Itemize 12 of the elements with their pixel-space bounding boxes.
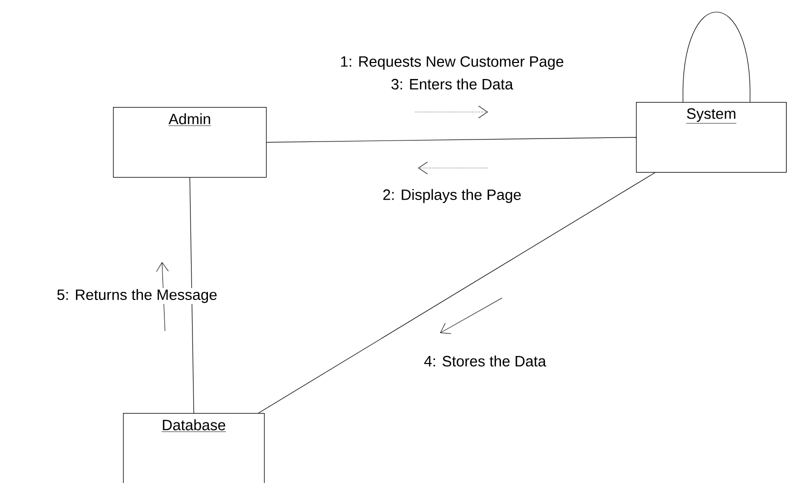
link-line [190, 177, 194, 414]
message-label: 1: Requests New Customer Page [339, 55, 565, 71]
message-label: 5: Returns the Message [56, 288, 218, 304]
link-line [682, 12, 750, 102]
message-label: 2: Displays the Page [382, 188, 522, 204]
message-label: 4: Stores the Data [422, 354, 548, 368]
link-line [258, 172, 656, 414]
message-label: 3: Enters the Data [390, 78, 514, 91]
object-box: System [636, 102, 787, 173]
link-line [266, 137, 636, 143]
object-box: Database [123, 413, 265, 483]
object-box: Admin [113, 107, 267, 178]
